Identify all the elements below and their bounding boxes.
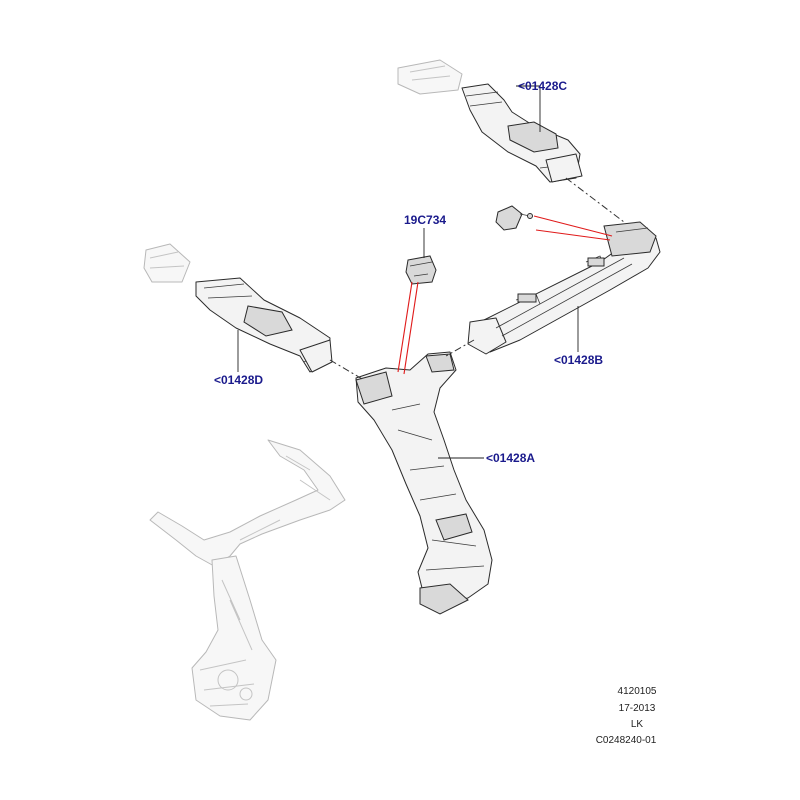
callout-01428d: <01428D — [214, 373, 263, 387]
red-leader-left-1 — [397, 281, 413, 373]
ghost-vent-left — [143, 243, 191, 283]
red-leader-left-2 — [403, 281, 419, 375]
meta-line-3: LK — [631, 719, 644, 730]
callout-01428b: <01428B — [554, 353, 603, 367]
leader-01428c — [516, 85, 541, 132]
ghost-vent-top — [397, 59, 463, 95]
assembly-path-b-to-a — [445, 339, 475, 357]
red-leader-right-1 — [533, 215, 613, 237]
clip-19c734-upper[interactable] — [495, 205, 533, 231]
callout-01428c: <01428C — [518, 79, 567, 93]
callout-19c734: 19C734 — [404, 213, 446, 227]
ghost-duct-assembly — [149, 439, 346, 721]
assembly-path-d-to-a — [329, 359, 365, 381]
assembly-path-c-to-b — [565, 177, 625, 223]
duct-01428a[interactable] — [355, 351, 493, 615]
clip-19c734-lower[interactable] — [405, 255, 437, 285]
duct-01428c[interactable] — [461, 83, 583, 183]
meta-line-4: C0248240-01 — [596, 735, 657, 746]
duct-01428d[interactable] — [195, 277, 333, 373]
meta-line-2: 17-2013 — [619, 703, 656, 714]
duct-01428b[interactable] — [467, 221, 661, 355]
callout-01428a: <01428A — [486, 451, 535, 465]
red-leader-right-2 — [535, 229, 611, 241]
meta-line-1: 4120105 — [618, 686, 657, 697]
drawing-metadata: 4120105 17-2013 LK C0248240-01 — [596, 686, 657, 746]
